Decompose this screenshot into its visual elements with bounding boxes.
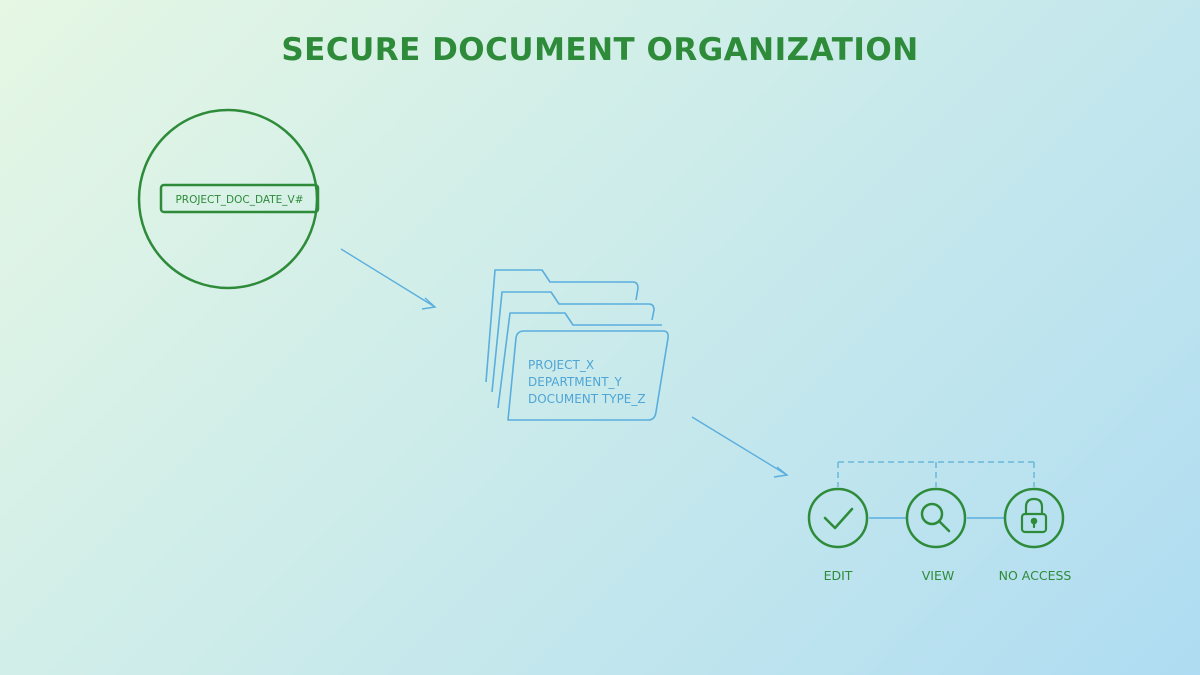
naming-convention-node: PROJECT_DOC_DATE_V# (137, 108, 320, 290)
folder-front (507, 330, 669, 421)
permissions-dashed-bracket (837, 461, 1035, 487)
folder-line-project: PROJECT_X (528, 358, 594, 372)
arrow-folders-to-permissions (691, 416, 789, 478)
folder-front-tab (497, 312, 662, 409)
no-access-label: NO ACCESS (999, 568, 1072, 583)
folder-back (485, 269, 639, 383)
naming-convention-label: PROJECT_DOC_DATE_V# (175, 194, 303, 206)
naming-convention-box (159, 183, 320, 214)
padlock-icon (1020, 497, 1048, 534)
checkmark-icon (823, 507, 854, 530)
folder-stack (485, 269, 669, 421)
folder-line-document-type: DOCUMENT TYPE_Z (528, 392, 646, 406)
edit-permission-icon (807, 487, 869, 549)
arrow-circle-to-folders (340, 248, 437, 310)
view-label: VIEW (922, 568, 955, 583)
page-title: SECURE DOCUMENT ORGANIZATION (281, 32, 919, 68)
no-access-permission-icon (1003, 487, 1065, 549)
edit-label: EDIT (824, 568, 853, 583)
folder-middle (491, 291, 655, 393)
view-permission-icon (905, 487, 967, 549)
magnifier-icon (920, 502, 951, 533)
folder-line-department: DEPARTMENT_Y (528, 375, 623, 389)
